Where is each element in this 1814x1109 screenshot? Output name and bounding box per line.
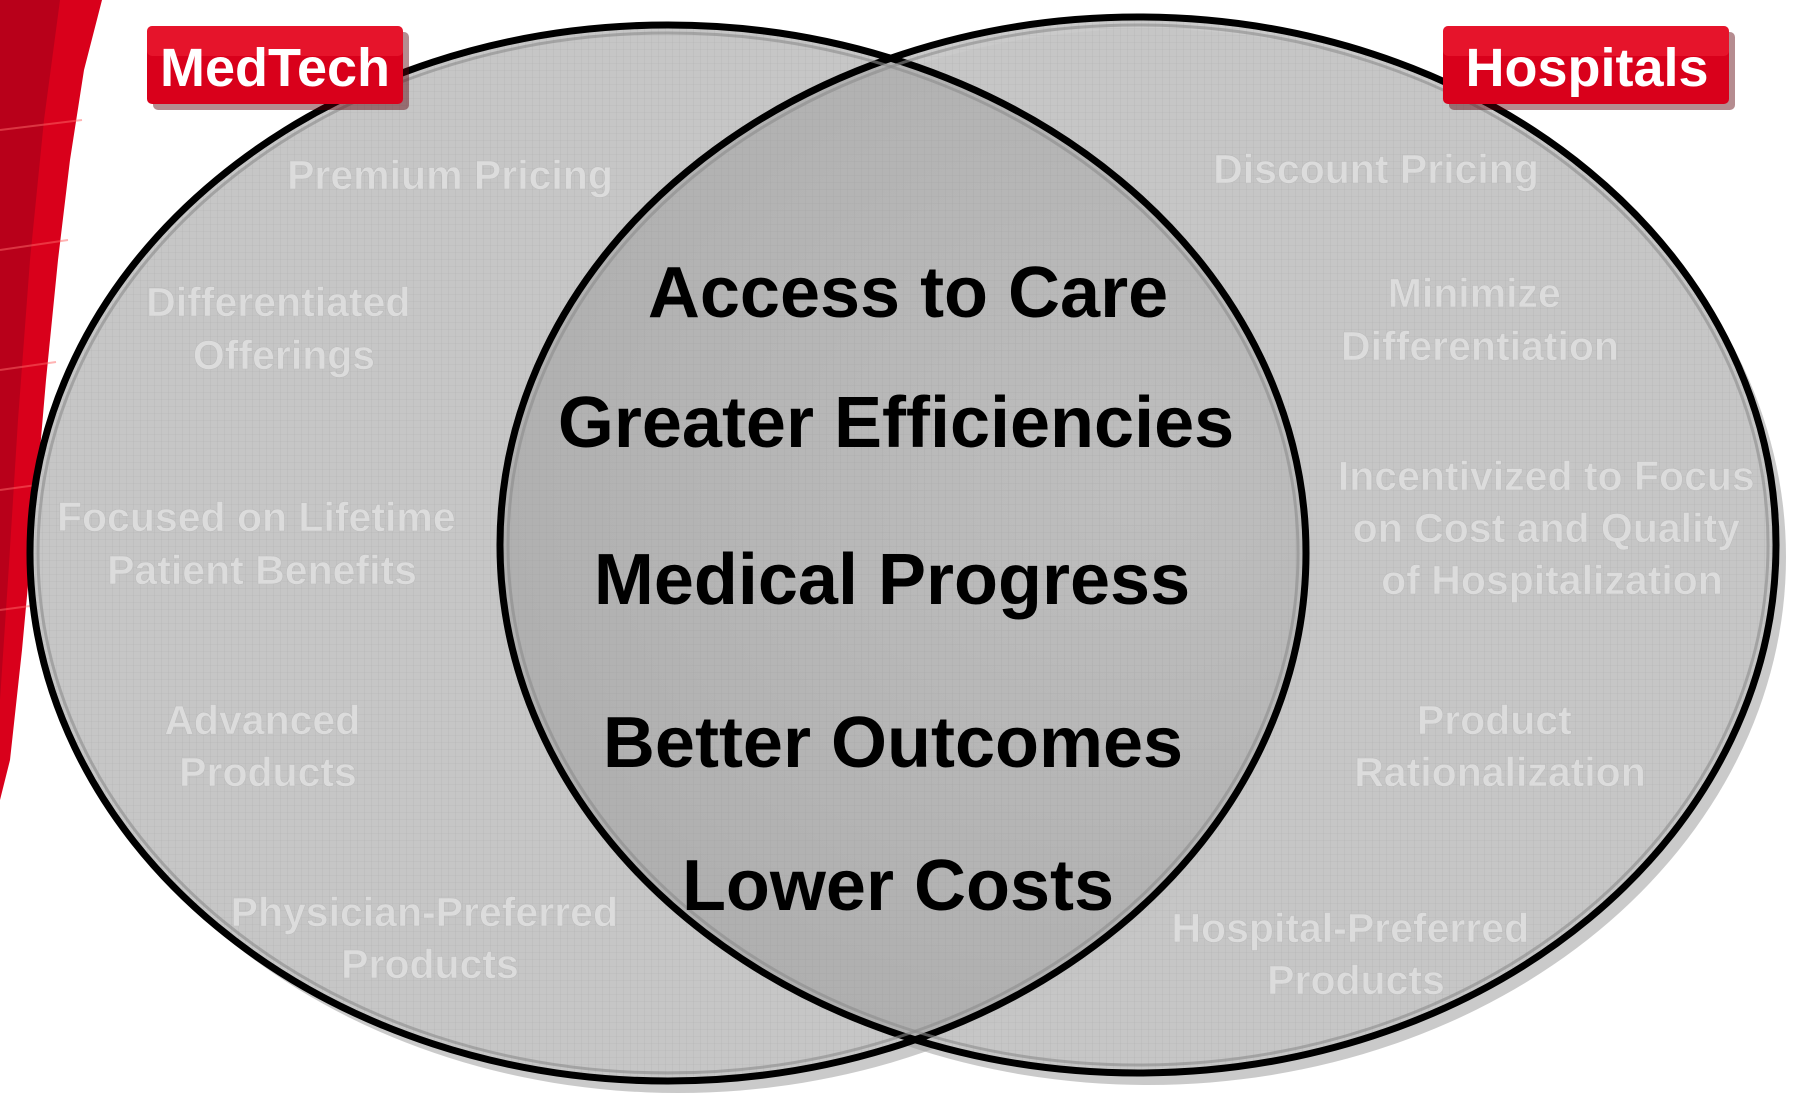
red-edge-decoration [0, 0, 102, 800]
medtech-circle-outline [26, 21, 1310, 1085]
hospitals-item-hospital-preferred: Hospital-Preferred Products [1171, 905, 1540, 1003]
medtech-item-differentiated-offerings: Differentiated Offerings [146, 279, 422, 378]
medtech-items: Premium Pricing Differentiated Offerings… [57, 152, 630, 988]
medtech-item-physician-preferred: Physician-Preferred Products [231, 889, 630, 987]
medtech-item-advanced-products: Advanced Products [164, 697, 371, 795]
hospitals-items: Discount Pricing Minimize Differentiatio… [1171, 146, 1766, 1004]
hospitals-item-product-rationalization: Product Rationalization [1354, 697, 1646, 795]
medtech-label-tag: MedTech [147, 26, 409, 110]
hospitals-item-minimize-differentiation: Minimize Differentiation [1341, 270, 1619, 369]
medtech-item-premium-pricing: Premium Pricing [287, 152, 613, 198]
shared-item-better-outcomes: Better Outcomes [603, 703, 1183, 783]
hospitals-label-tag: Hospitals [1443, 26, 1735, 110]
shared-item-medical-progress: Medical Progress [594, 540, 1190, 620]
medtech-item-lifetime-benefits: Focused on Lifetime Patient Benefits [57, 494, 467, 593]
hospitals-item-discount-pricing: Discount Pricing [1213, 146, 1539, 192]
intersection-region [500, 25, 1306, 1073]
shared-item-lower-costs: Lower Costs [682, 846, 1114, 926]
medtech-circle-rim [36, 31, 1300, 1075]
shared-item-access-to-care: Access to Care [648, 253, 1168, 333]
shared-item-greater-efficiencies: Greater Efficiencies [558, 383, 1234, 463]
hospitals-circle-outline [496, 13, 1780, 1077]
shared-items: Access to Care Greater Efficiencies Medi… [558, 253, 1234, 926]
hospitals-circle-rim [506, 23, 1770, 1067]
hospitals-item-incentivized: Incentivized to Focus on Cost and Qualit… [1338, 453, 1766, 603]
medtech-label: MedTech [160, 38, 390, 98]
hospitals-label: Hospitals [1465, 38, 1708, 98]
